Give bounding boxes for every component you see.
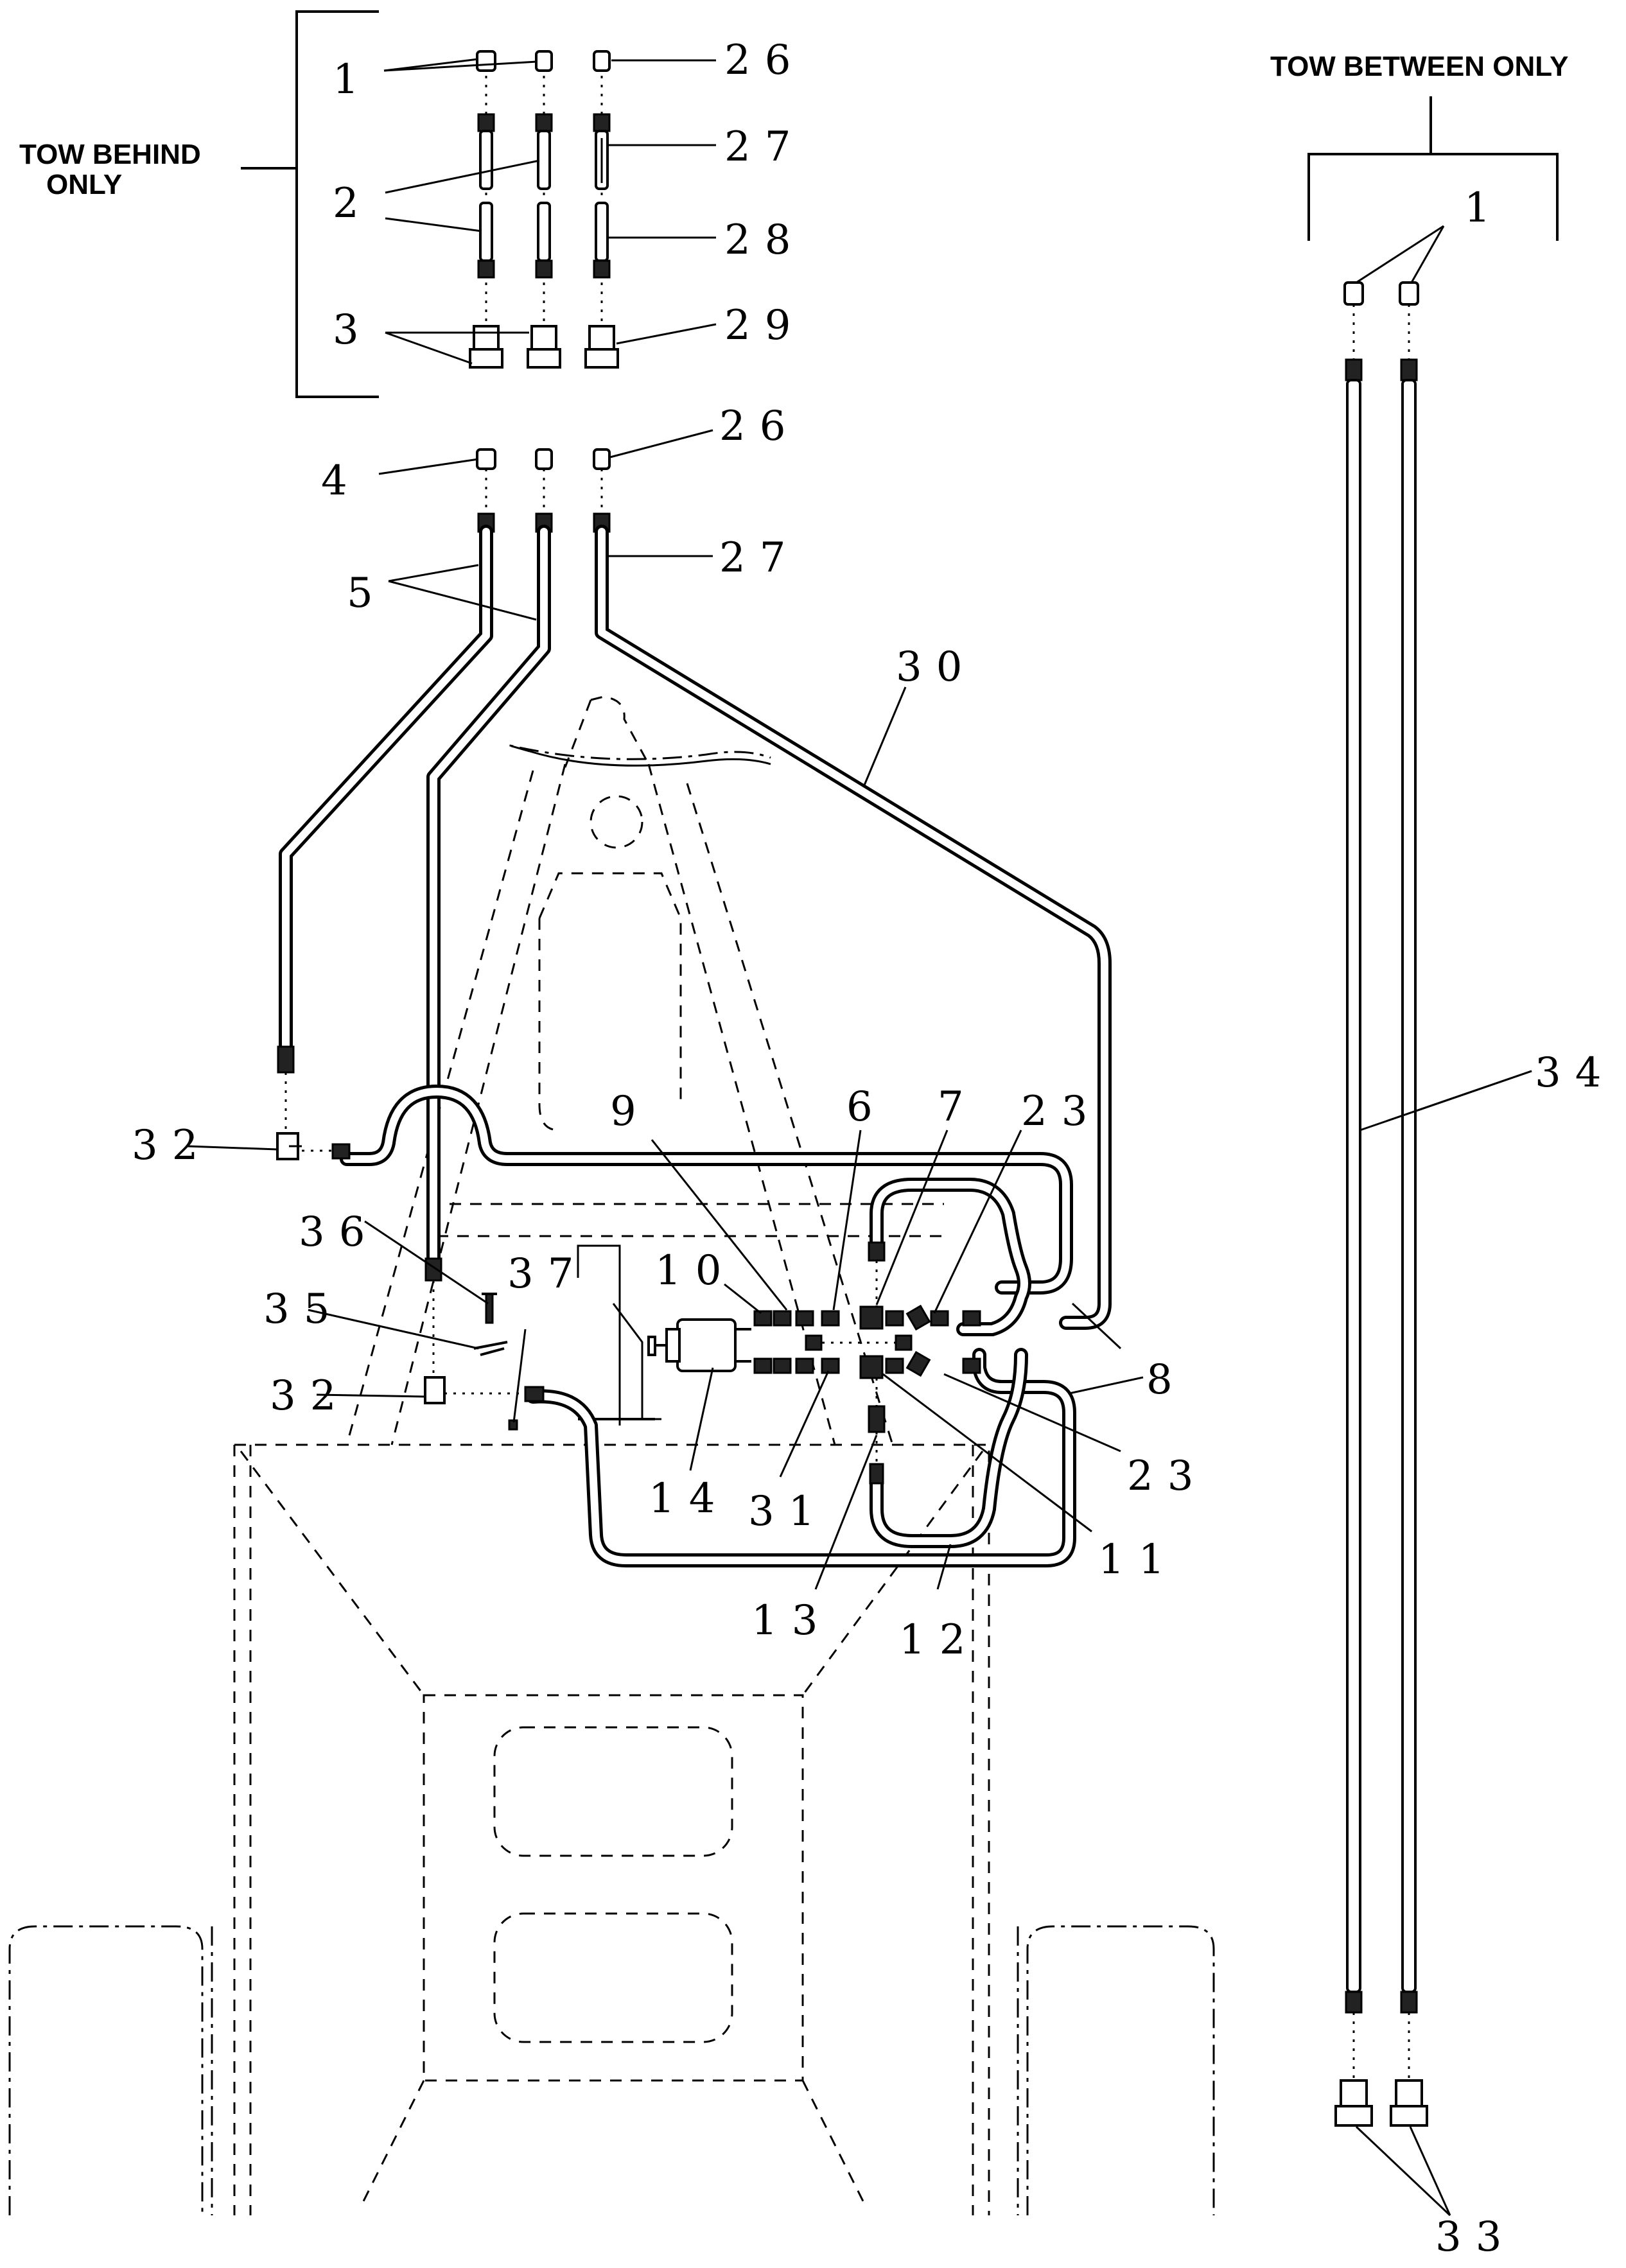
callout-2-kit: 2: [333, 180, 373, 227]
callout-34: 34: [1535, 1049, 1615, 1097]
tow-behind-bracket: [295, 10, 379, 398]
tow-between-bracket: [1307, 153, 1559, 241]
callout-14: 14: [649, 1475, 729, 1522]
main-hoses: [279, 525, 1112, 1567]
callout-11: 11: [1098, 1536, 1178, 1583]
callout-9: 9: [610, 1088, 651, 1135]
callout-29-kit: 29: [724, 302, 805, 349]
callout-5: 5: [347, 570, 387, 617]
callout-27: 27: [719, 534, 800, 582]
callout-7: 7: [938, 1083, 978, 1131]
callout-28-kit: 28: [724, 216, 805, 264]
assembly-leaders: [187, 429, 1144, 1590]
callout-32-lower: 32: [270, 1372, 350, 1420]
callout-27-kit: 27: [724, 123, 805, 171]
tow-behind-heading-line2: ONLY: [46, 169, 122, 200]
assembly-callouts: 4 26 5 27 30 32 9 6 7 23 36 37 10 35 8 3…: [132, 403, 1207, 1664]
callout-6: 6: [846, 1083, 887, 1131]
callout-31: 31: [748, 1488, 828, 1535]
callout-1-kit: 1: [333, 56, 373, 103]
kit-column-right: [584, 50, 619, 369]
callout-32-upper: 32: [132, 1122, 212, 1169]
callout-36: 36: [299, 1208, 379, 1256]
callout-23-lower: 23: [1127, 1452, 1207, 1500]
tractor-frame-outline: [8, 695, 1215, 2215]
kit-column-middle: [527, 50, 561, 369]
callout-26: 26: [719, 403, 800, 450]
callout-30: 30: [896, 643, 976, 691]
assembly-fittings: [276, 1045, 981, 1485]
callout-1-tow-between: 1: [1464, 184, 1505, 232]
callout-3-kit: 3: [333, 306, 373, 354]
valve-14: [676, 1318, 737, 1372]
kit-column-left: [469, 50, 503, 369]
tow-behind-heading-line1: TOW BEHIND: [19, 139, 201, 170]
callout-4: 4: [321, 457, 362, 505]
callout-23-upper: 23: [1021, 1088, 1101, 1135]
callout-8: 8: [1146, 1356, 1187, 1404]
hose-34-left: [1346, 379, 1361, 1993]
tow-between-heading: TOW BETWEEN ONLY: [1270, 51, 1568, 82]
callout-26-kit: 26: [724, 37, 805, 84]
tow-between-kit: TOW BETWEEN ONLY 1 34 33: [1270, 51, 1615, 2261]
callout-33: 33: [1435, 2213, 1516, 2261]
callout-13: 13: [751, 1597, 832, 1644]
callout-12: 12: [899, 1616, 979, 1664]
hose-34-right: [1401, 379, 1417, 1993]
callout-35: 35: [263, 1286, 344, 1333]
tow-behind-kit: TOW BEHIND ONLY: [19, 10, 805, 398]
callout-10: 10: [655, 1247, 735, 1295]
upper-couplers: [476, 448, 611, 533]
callout-37: 37: [507, 1250, 588, 1298]
